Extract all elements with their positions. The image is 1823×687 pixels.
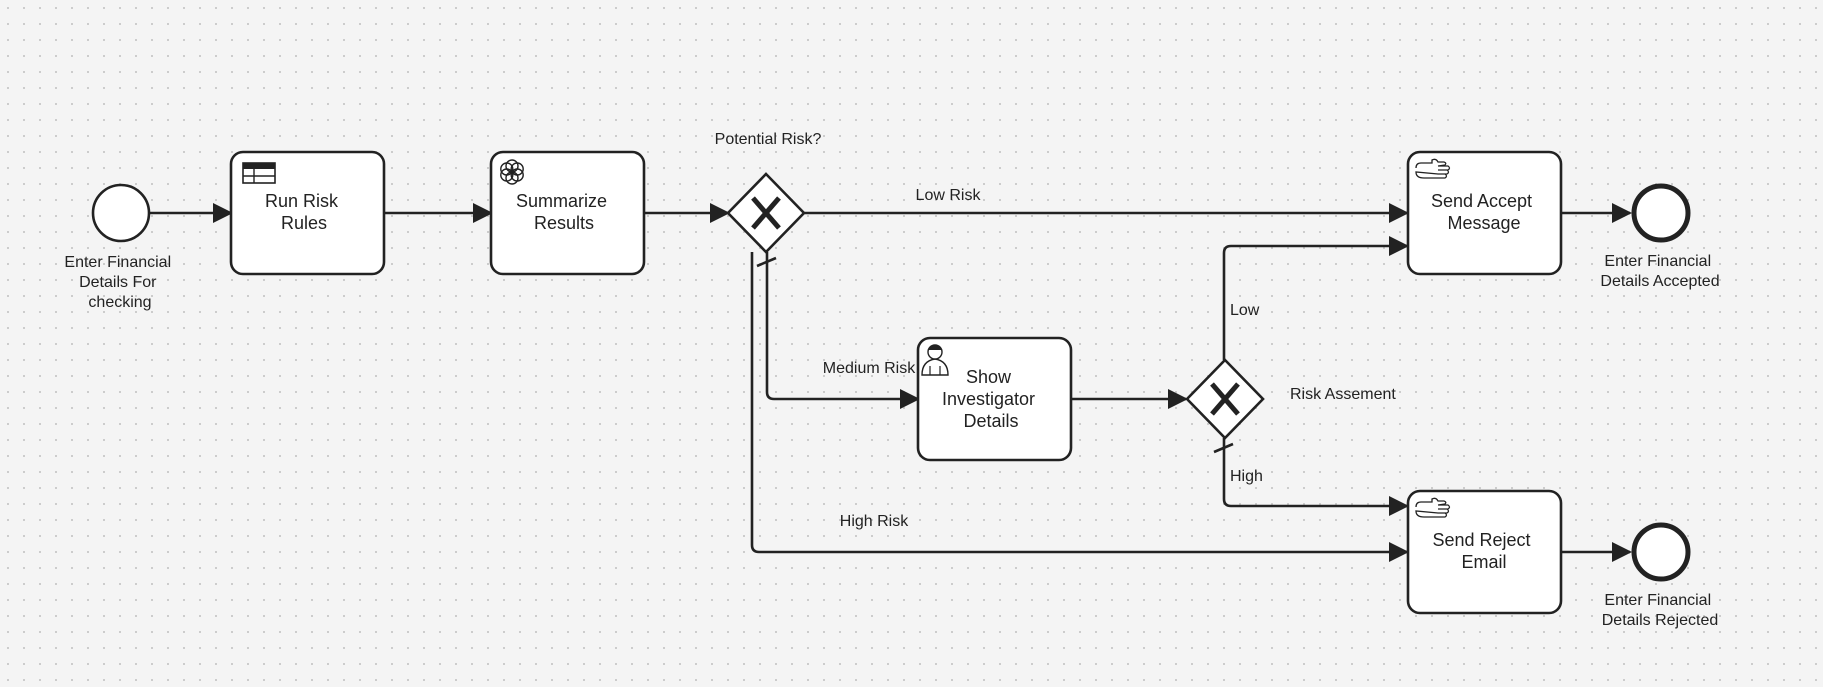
- task-label: Send Reject Email: [1432, 530, 1535, 572]
- task-run-risk-rules[interactable]: Run Risk Rules: [229, 150, 386, 276]
- task-label: Show Investigator Details: [942, 367, 1040, 431]
- end-event-accepted[interactable]: [1631, 183, 1691, 243]
- task-show-investigator-details[interactable]: Show Investigator Details: [916, 336, 1073, 462]
- task-summarize-results[interactable]: Summarize Results: [489, 150, 646, 276]
- flow-label-high-risk: High Risk: [840, 513, 909, 530]
- default-flow-marker: [756, 256, 777, 268]
- flow-high-risk[interactable]: [750, 252, 1409, 562]
- flow-label-medium-risk: Medium Risk: [823, 360, 916, 377]
- gateway-label: Potential Risk?: [715, 131, 822, 148]
- hand-manual-icon: [1415, 497, 1451, 518]
- flow-label-low-risk: Low Risk: [916, 187, 982, 204]
- user-person-icon: [921, 344, 949, 376]
- business-rule-table-icon: [242, 162, 276, 184]
- openai-knot-icon: [500, 159, 524, 185]
- task-send-accept-message[interactable]: Send Accept Message: [1406, 150, 1563, 276]
- flow-label-low: Low: [1230, 302, 1260, 319]
- gateway-potential-risk[interactable]: [726, 172, 806, 254]
- end-event-rejected[interactable]: [1631, 522, 1691, 582]
- flow-medium-risk[interactable]: [765, 252, 920, 409]
- end-event-label: Enter Financial Details Rejected: [1602, 592, 1719, 629]
- start-event[interactable]: [91, 183, 151, 243]
- flow-high[interactable]: [1222, 438, 1409, 516]
- task-label: Summarize Results: [516, 191, 612, 233]
- end-event-label: Enter Financial Details Accepted: [1600, 253, 1719, 290]
- gateway-risk-assessment[interactable]: [1185, 358, 1265, 440]
- start-event-label: Enter Financial Details For checking: [64, 254, 175, 311]
- gateway-label: Risk Assement: [1290, 386, 1396, 403]
- task-send-reject-email[interactable]: Send Reject Email: [1406, 489, 1563, 615]
- task-label: Run Risk Rules: [265, 191, 343, 233]
- task-label: Send Accept Message: [1431, 191, 1537, 233]
- flow-low[interactable]: [1222, 236, 1409, 360]
- flow-label-high: High: [1230, 468, 1263, 485]
- hand-manual-icon: [1415, 158, 1451, 179]
- default-flow-marker: [1213, 442, 1234, 454]
